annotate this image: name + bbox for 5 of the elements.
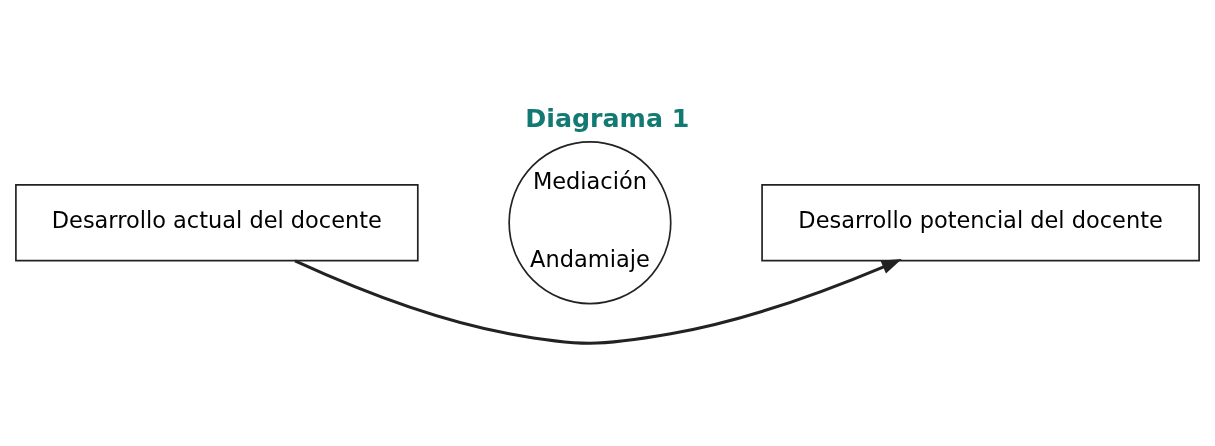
node-box: Desarrollo actual del docente xyxy=(15,184,419,262)
node-box: Desarrollo potencial del docente xyxy=(761,184,1200,262)
diagram-title: Diagrama 1 xyxy=(525,104,690,134)
node-circle: Mediación Andamiaje xyxy=(508,141,672,305)
arrow xyxy=(294,259,902,345)
